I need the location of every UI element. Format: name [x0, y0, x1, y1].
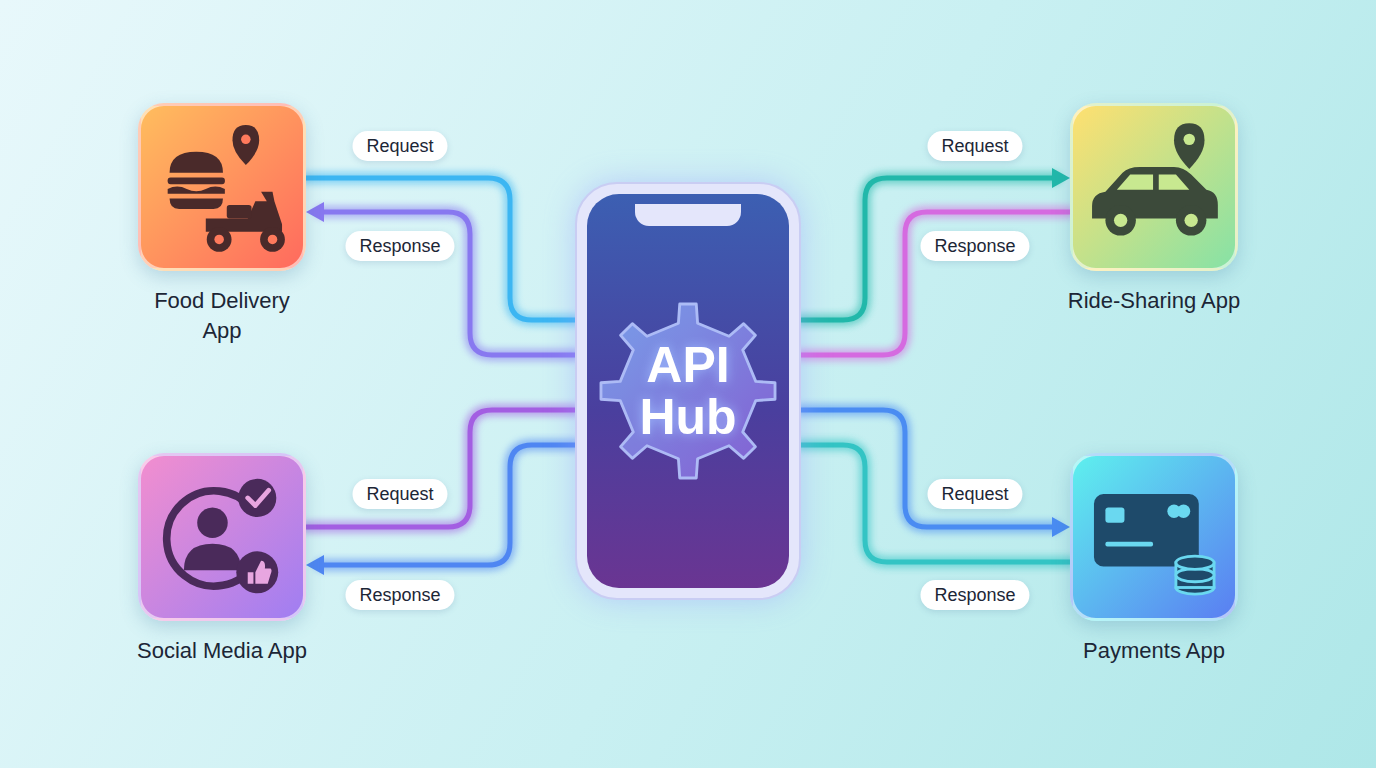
app-tile: Food Delivery App	[138, 103, 306, 271]
connector-glow	[801, 445, 1070, 562]
phone-notch	[635, 204, 741, 226]
social-icon	[141, 456, 303, 618]
app-tile: Payments App	[1070, 453, 1238, 621]
car-icon	[1073, 106, 1235, 268]
food-icon	[141, 106, 303, 268]
arrow-head	[306, 555, 324, 575]
app-icon	[141, 456, 303, 618]
connector	[320, 212, 575, 355]
app-name: Ride-Sharing App	[1067, 286, 1242, 316]
app-icon	[1073, 456, 1235, 618]
connector	[801, 410, 1056, 527]
connector-glow	[801, 212, 1070, 355]
app-name: Food Delivery App	[135, 286, 310, 346]
connector	[801, 445, 1070, 562]
connector-glow	[306, 410, 575, 527]
connector-glow	[320, 445, 575, 565]
edge-label: Request	[927, 131, 1022, 161]
gear-outline	[601, 304, 775, 478]
card-icon	[1073, 456, 1235, 618]
hub-phone: API Hub	[575, 182, 801, 600]
edge-label: Response	[345, 580, 454, 610]
edge-label: Request	[927, 479, 1022, 509]
app-tile: Ride-Sharing App	[1070, 103, 1238, 271]
connector	[306, 178, 575, 320]
edge-label: Response	[345, 231, 454, 261]
edge-label: Response	[920, 580, 1029, 610]
arrow-head	[306, 202, 324, 222]
phone-screen: API Hub	[587, 194, 789, 588]
edge-label: Request	[352, 479, 447, 509]
connector-glow	[306, 178, 575, 320]
app-name: Social Media App	[135, 636, 310, 666]
app-icon	[1073, 106, 1235, 268]
hub-title: API Hub	[628, 339, 748, 443]
connector	[801, 212, 1070, 355]
connector-glow	[801, 410, 1056, 527]
app-icon	[141, 106, 303, 268]
arrow-head	[1052, 168, 1070, 188]
edge-label: Request	[352, 131, 447, 161]
connector	[306, 410, 575, 527]
connector-glow	[801, 178, 1056, 320]
app-name: Payments App	[1067, 636, 1242, 666]
arrow-head	[1052, 517, 1070, 537]
app-tile: Social Media App	[138, 453, 306, 621]
connector-glow	[320, 212, 575, 355]
connector	[801, 178, 1056, 320]
connector	[320, 445, 575, 565]
edge-label: Response	[920, 231, 1029, 261]
